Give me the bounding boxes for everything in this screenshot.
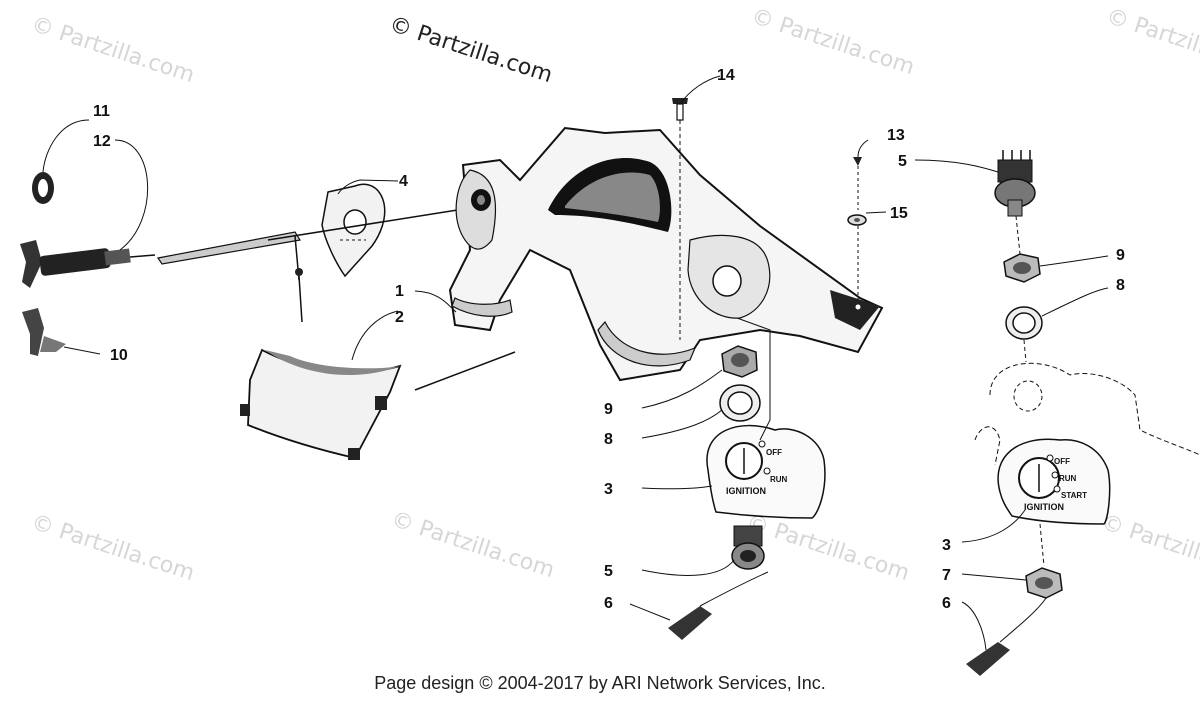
- callout-11: 11: [93, 103, 110, 120]
- bolt-14: [672, 75, 721, 340]
- ignition-start-label-right: START: [1061, 491, 1087, 500]
- page-footer: Page design © 2004-2017 by ARI Network S…: [374, 673, 826, 693]
- watermark-text: © Partzilla.com: [28, 510, 197, 586]
- callout-7: 7: [942, 567, 951, 584]
- throttle-cable-assembly: [20, 119, 303, 356]
- callout-3-center: 3: [604, 481, 613, 498]
- callout-3-right: 3: [942, 537, 951, 554]
- callout-6-right: 6: [942, 595, 951, 612]
- ignition-plate-title-right: IGNITION: [1024, 502, 1064, 512]
- callout-5-top: 5: [898, 153, 907, 170]
- ignition-off-label: OFF: [766, 448, 782, 457]
- callout-8-center: 8: [604, 431, 613, 448]
- watermark-text: © Partzilla.com: [1103, 4, 1200, 80]
- ignition-run-label-right: RUN: [1059, 474, 1077, 483]
- throttle-plate: [267, 179, 471, 278]
- main-watermark: © Partzilla.com: [386, 12, 555, 88]
- ignition-run-label: RUN: [770, 475, 788, 484]
- watermark-text: © Partzilla.com: [1098, 510, 1200, 586]
- callout-2: 2: [395, 309, 404, 326]
- callout-9-right: 9: [1116, 247, 1125, 264]
- callout-9-center: 9: [604, 401, 613, 418]
- ignition-off-label-right: OFF: [1054, 457, 1070, 466]
- right-switch-stack: OFF RUN START IGNITION: [847, 139, 1200, 676]
- callout-5-center: 5: [604, 563, 613, 580]
- callout-12: 12: [93, 133, 111, 150]
- callout-8-right: 8: [1116, 277, 1125, 294]
- lower-panel: [240, 310, 402, 460]
- center-switch-stack: OFF RUN IGNITION: [629, 317, 826, 640]
- callout-1: 1: [395, 283, 404, 300]
- callout-13: 13: [887, 127, 905, 144]
- callout-labels: 11 12 4 1 2 10 14 13 5 15 9 8 3 5 6 9 8 …: [93, 67, 1125, 612]
- callout-14: 14: [717, 67, 735, 84]
- console-housing: [414, 126, 884, 391]
- watermark-text: © Partzilla.com: [743, 510, 912, 586]
- watermark-text: © Partzilla.com: [28, 12, 197, 88]
- callout-15: 15: [890, 205, 908, 222]
- callout-6-center: 6: [604, 595, 613, 612]
- callout-10: 10: [110, 347, 128, 364]
- watermark-text: © Partzilla.com: [388, 507, 557, 583]
- callout-4: 4: [399, 173, 408, 190]
- watermark-text: © Partzilla.com: [748, 4, 917, 80]
- ignition-plate-title: IGNITION: [726, 486, 766, 496]
